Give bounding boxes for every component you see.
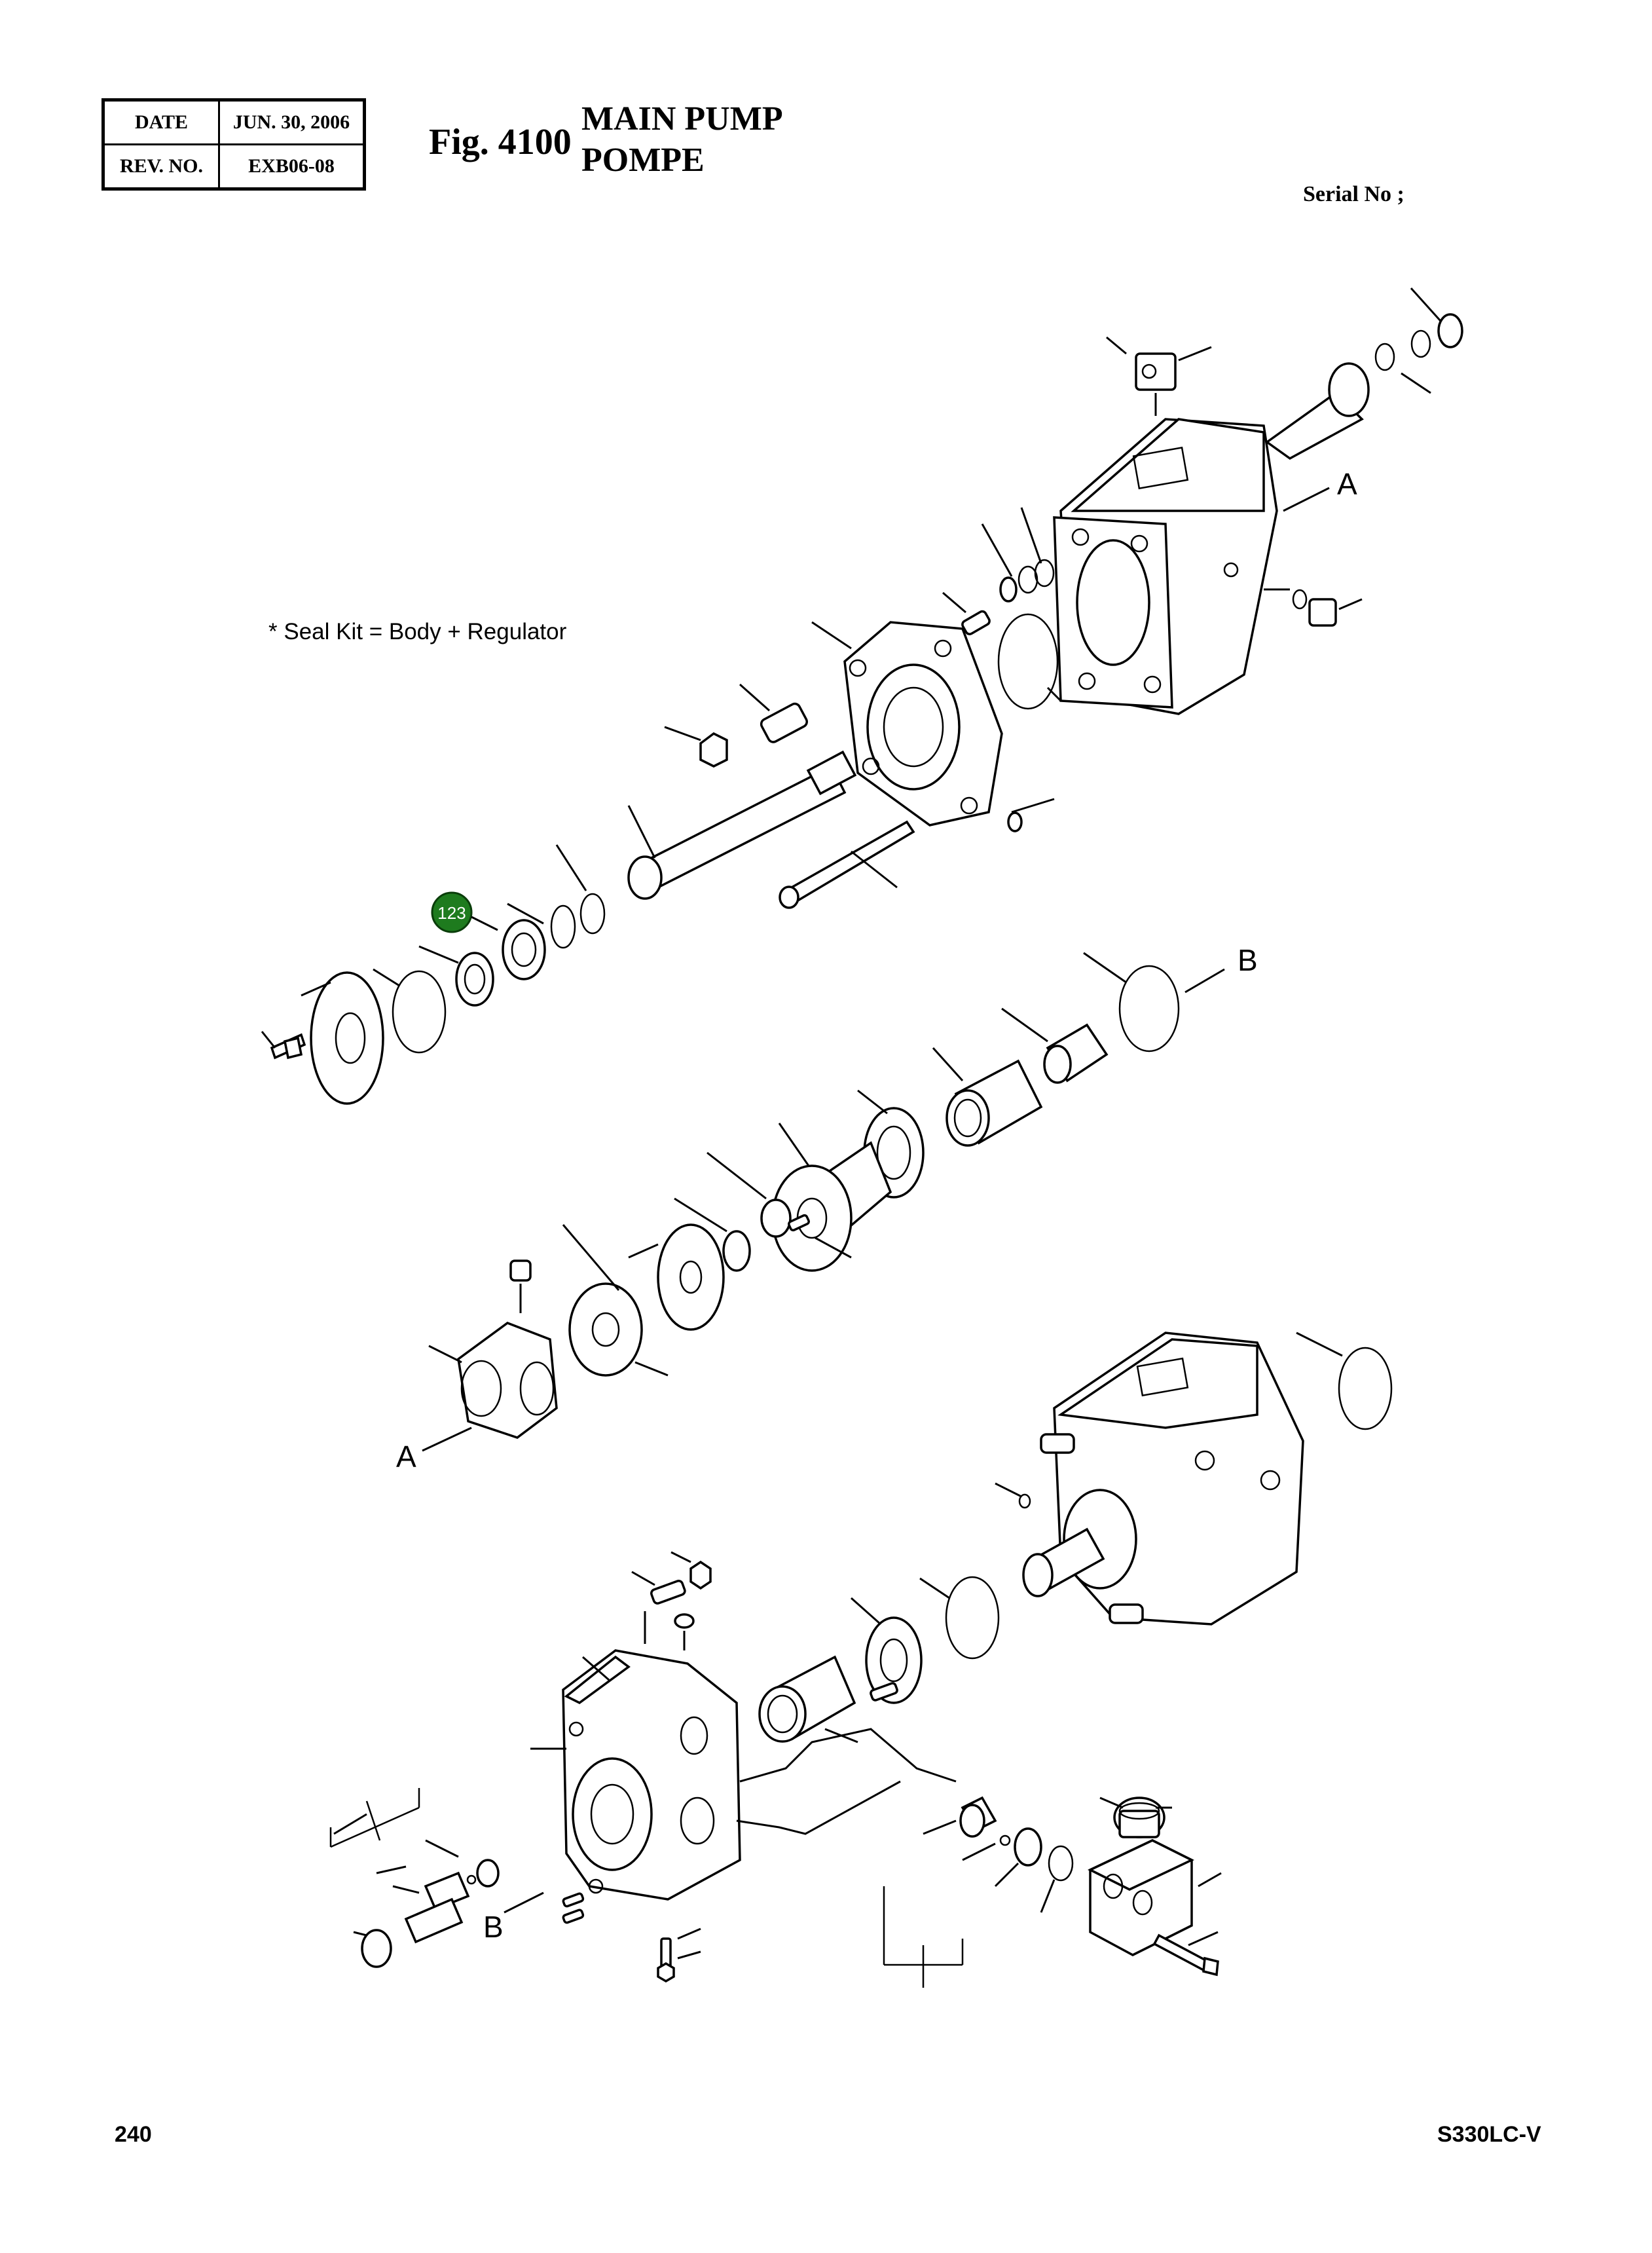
- callout-b-right: B: [1238, 943, 1258, 977]
- o-ring-mid: [1118, 965, 1180, 1052]
- relief-valve-left: [333, 1813, 500, 1968]
- bolts-lower: [562, 1892, 701, 1983]
- drive-shaft: [627, 750, 857, 900]
- date-value: JUN. 30, 2006: [218, 99, 365, 145]
- ball-guide: [674, 1197, 751, 1272]
- o-ring-body: [1338, 1347, 1393, 1430]
- pump-body-assembly: [995, 1331, 1304, 1626]
- spring-and-nut: [664, 683, 808, 768]
- piping-line: [736, 1728, 957, 1835]
- guide-rod: [779, 820, 915, 909]
- small-seals-upper: [942, 507, 1055, 635]
- end-cover-plate: [301, 971, 384, 1105]
- shoe-plate: [562, 1224, 669, 1377]
- highlight-badge: 123: [431, 891, 498, 933]
- o-ring-flange: [997, 613, 1059, 710]
- callout-a-top: A: [1337, 467, 1357, 501]
- regulator-bolt: [1152, 1931, 1219, 1977]
- highlight-number: 123: [437, 903, 466, 923]
- adjust-screw-assembly: [631, 1551, 712, 1650]
- retainer-plate: [628, 1223, 725, 1331]
- needle-bearing-lower: [758, 1655, 858, 1743]
- valve-plate-lower: [851, 1597, 923, 1704]
- serial-number-label: Serial No ;: [1303, 182, 1404, 206]
- cylinder-block: [771, 1123, 892, 1272]
- orifice-parts: [923, 1796, 1074, 1913]
- figure-title-en: MAIN PUMP: [581, 100, 783, 138]
- figure-number: Fig. 4100: [429, 122, 572, 162]
- seal-kit-note: * Seal Kit = Body + Regulator: [268, 619, 567, 644]
- needle-bearing-small: [1001, 1007, 1109, 1084]
- callout-b-bottom: B: [483, 1910, 504, 1944]
- swash-plate: [428, 1259, 558, 1439]
- o-ring-lower: [945, 1576, 1000, 1660]
- date-label: DATE: [102, 99, 220, 145]
- port-block: [530, 1649, 741, 1901]
- cross-marker-left: [329, 1788, 420, 1848]
- plug-assembly: [1264, 588, 1363, 627]
- rev-value: EXB06-08: [218, 143, 365, 190]
- top-block-assembly: [1106, 336, 1212, 416]
- revision-table: DATE JUN. 30, 2006 REV. NO. EXB06-08: [101, 98, 366, 191]
- input-fitting-assembly: [1264, 287, 1463, 460]
- model-number: S330LC-V: [1437, 2122, 1541, 2147]
- page-number: 240: [115, 2122, 152, 2147]
- rev-label: REV. NO.: [102, 143, 220, 190]
- regulator-block: [1088, 1797, 1222, 1956]
- cross-marker-right: [883, 1886, 964, 1988]
- flange-plate: [811, 621, 1055, 832]
- needle-bearing-large: [932, 1047, 1043, 1147]
- cover-bolt: [261, 1031, 306, 1060]
- figure-title-fr: POMPE: [581, 141, 705, 179]
- pump-housing-upper: [1053, 418, 1278, 715]
- o-ring-cover: [392, 970, 447, 1054]
- spring-retainer: [707, 1151, 852, 1259]
- bearing-stack: [418, 844, 606, 1007]
- callout-a-left: A: [396, 1440, 416, 1474]
